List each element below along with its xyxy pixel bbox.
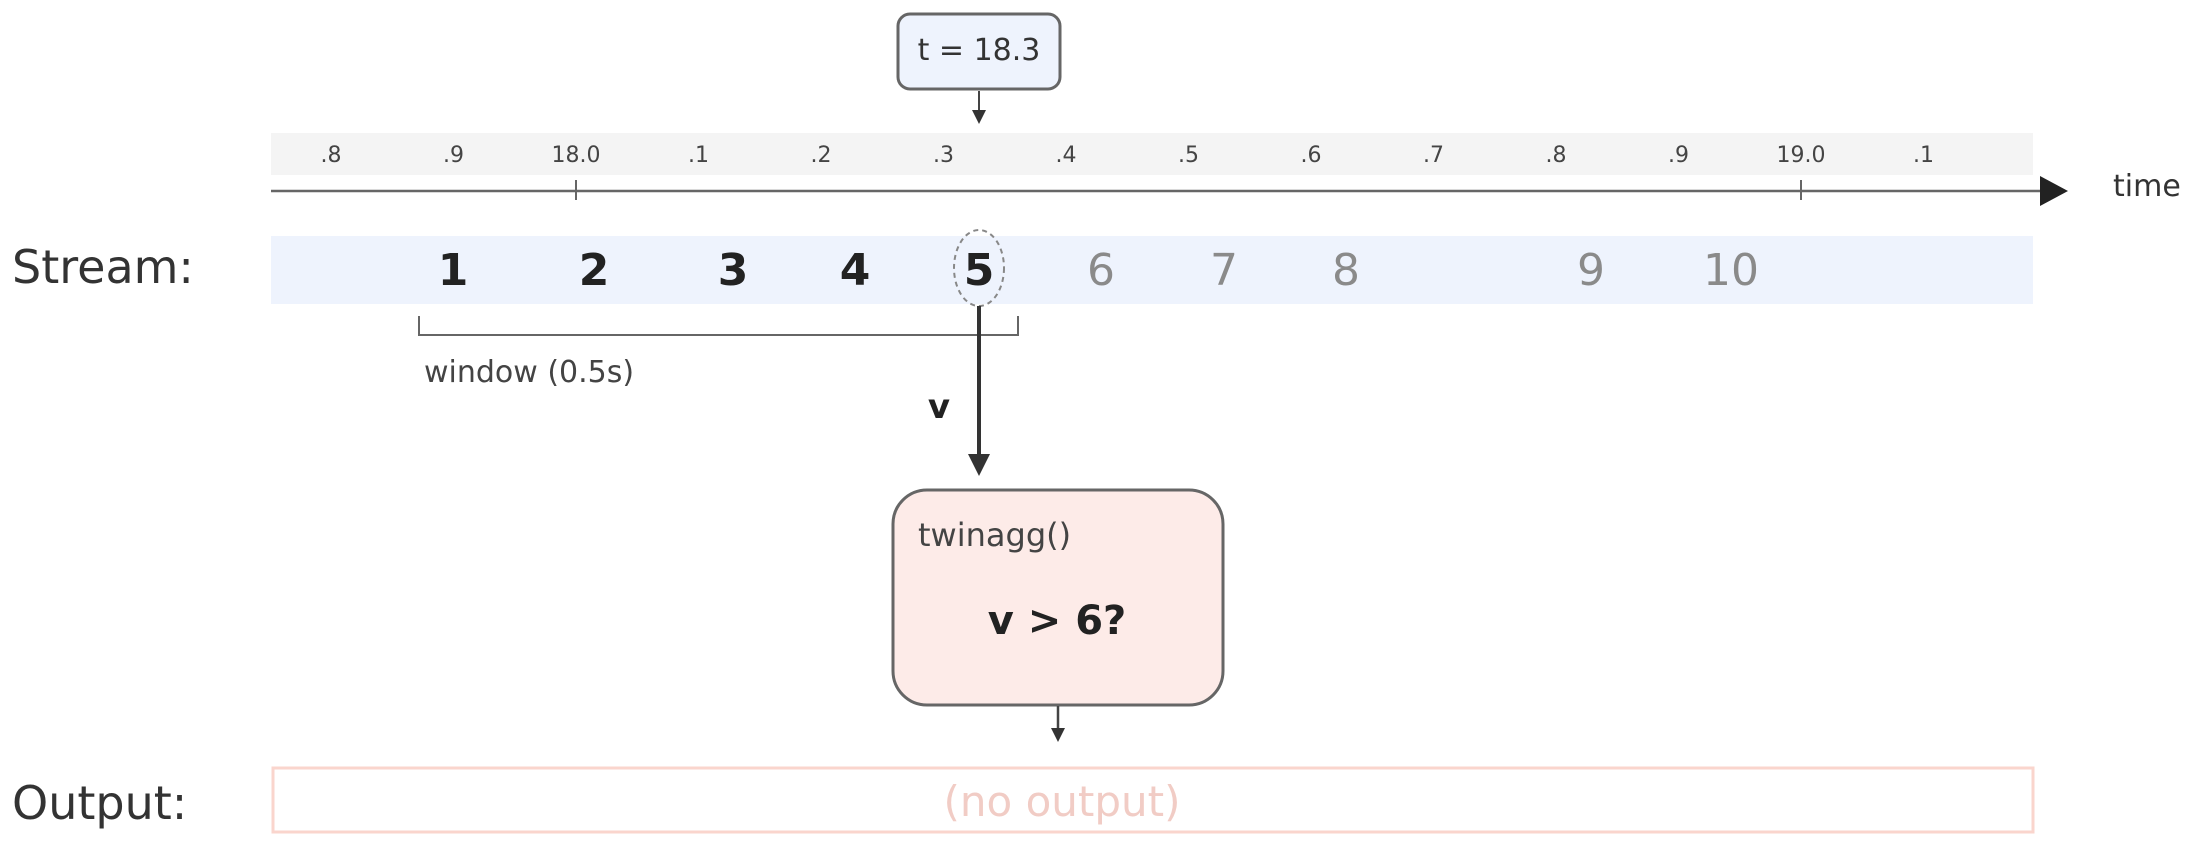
stream-event: 7	[1210, 245, 1238, 296]
tick-label: 19.0	[1777, 143, 1826, 168]
timestamp-badge: t = 18.3	[896, 12, 1062, 91]
tick-label: .3	[933, 143, 954, 168]
tick-label: .9	[443, 143, 464, 168]
tick-label: .4	[1056, 143, 1077, 168]
tick-label: .5	[1178, 143, 1199, 168]
window-label: window (0.5s)	[424, 355, 634, 390]
time-axis-label: time	[2113, 169, 2181, 204]
function-name: twinagg()	[918, 516, 1071, 554]
stream-events: 1 2 3 4 5 6 7 8 9 10	[438, 245, 1759, 296]
timestamp-label: t = 18.3	[918, 33, 1041, 68]
time-axis-arrowhead	[2040, 176, 2068, 206]
tick-label: .1	[688, 143, 709, 168]
stream-band	[271, 236, 2033, 304]
stream-event: 4	[840, 245, 871, 296]
stream-event: 3	[718, 245, 749, 296]
tick-band	[271, 133, 2033, 175]
stream-event: 9	[1577, 245, 1605, 296]
major-ticks	[575, 180, 1802, 200]
tick-label: .6	[1301, 143, 1322, 168]
tick-label: 18.0	[552, 143, 601, 168]
function-condition: v > 6?	[988, 598, 1126, 644]
stream-event: 1	[438, 245, 469, 296]
window-bracket	[418, 316, 1019, 336]
function-box: twinagg() v > 6?	[891, 488, 1225, 707]
stream-row-label: Stream:	[12, 240, 194, 294]
current-stream-event: 5	[964, 245, 995, 296]
stream-event: 6	[1087, 245, 1115, 296]
tick-label: .7	[1423, 143, 1444, 168]
tick-label: .8	[321, 143, 342, 168]
tick-labels: .8 .9 18.0 .1 .2 .3 .4 .5 .6 .7 .8 .9 19.0 .1	[321, 143, 1935, 168]
tick-label: .1	[1913, 143, 1934, 168]
output-box	[271, 766, 2035, 834]
tick-label: .8	[1546, 143, 1567, 168]
input-arrow-label: v	[928, 387, 950, 427]
tick-label: .9	[1668, 143, 1689, 168]
output-placeholder: (no output)	[944, 777, 1181, 826]
stream-event: 10	[1703, 245, 1759, 296]
tick-label: .2	[811, 143, 832, 168]
output-row-label: Output:	[12, 776, 187, 830]
stream-event: 2	[579, 245, 610, 296]
stream-event: 8	[1332, 245, 1360, 296]
